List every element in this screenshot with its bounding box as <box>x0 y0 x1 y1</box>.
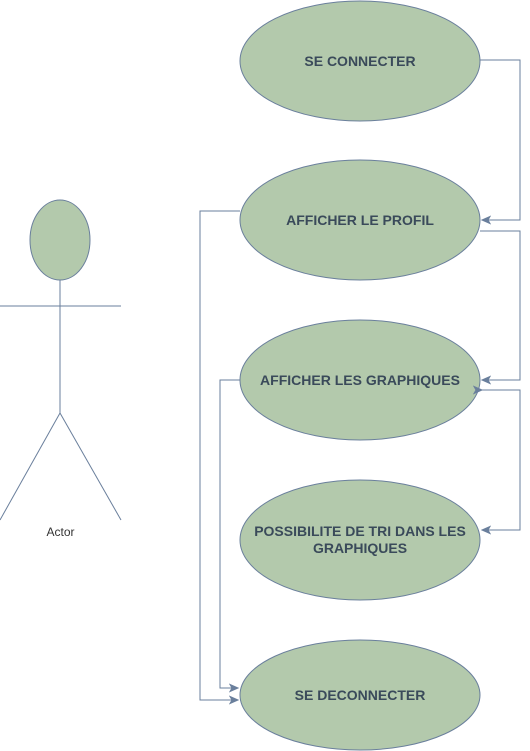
actor-figure[interactable] <box>0 199 122 521</box>
use-case-se-deconnecter[interactable] <box>239 639 481 751</box>
actor-left-leg <box>0 412 61 521</box>
use-case-afficher-le-profil[interactable] <box>239 159 481 281</box>
actor-label: Actor <box>46 525 75 539</box>
use-case-afficher-les-graphiques[interactable] <box>239 319 481 441</box>
connector-tri-graphiques-bidirectional[interactable] <box>482 390 521 530</box>
use-case-possibilite-de-tri[interactable] <box>239 479 481 601</box>
connector-connecter-to-profil[interactable] <box>480 59 521 220</box>
connector-profil-to-graphiques[interactable] <box>480 230 521 380</box>
connector-graphiques-to-deconnecter[interactable] <box>219 379 240 688</box>
actor-right-leg <box>59 412 122 521</box>
use-case-se-connecter[interactable] <box>239 0 481 122</box>
actor-head <box>29 199 91 281</box>
connector-profil-to-deconnecter[interactable] <box>199 210 240 700</box>
